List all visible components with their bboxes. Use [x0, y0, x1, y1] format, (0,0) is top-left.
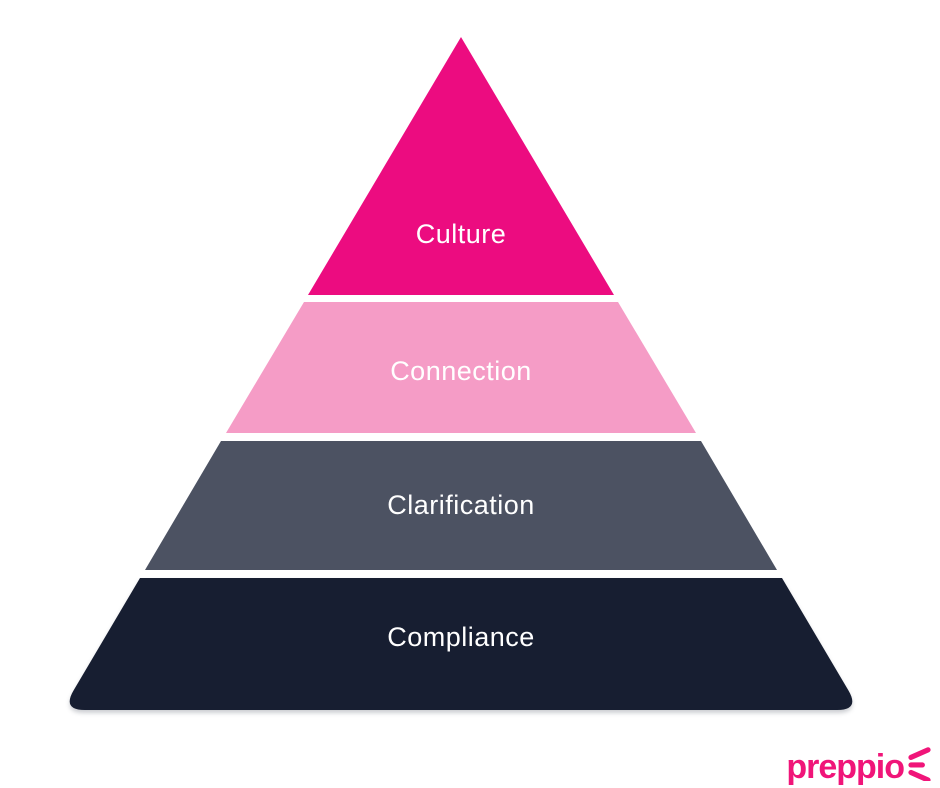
layer-label-clarification: Clarification — [387, 490, 535, 520]
spark-rays-icon — [908, 747, 931, 781]
pyramid-layer-culture — [308, 37, 614, 295]
pyramid-layer-connection — [226, 302, 696, 433]
layer-label-compliance: Compliance — [387, 622, 535, 652]
pyramid-layer-clarification — [145, 441, 777, 570]
layer-label-connection: Connection — [390, 356, 532, 386]
layer-label-culture: Culture — [416, 219, 507, 249]
logo-text: preppio — [786, 748, 905, 786]
preppio-logo: preppio — [786, 747, 932, 786]
pyramid-layer-compliance — [69, 578, 853, 710]
